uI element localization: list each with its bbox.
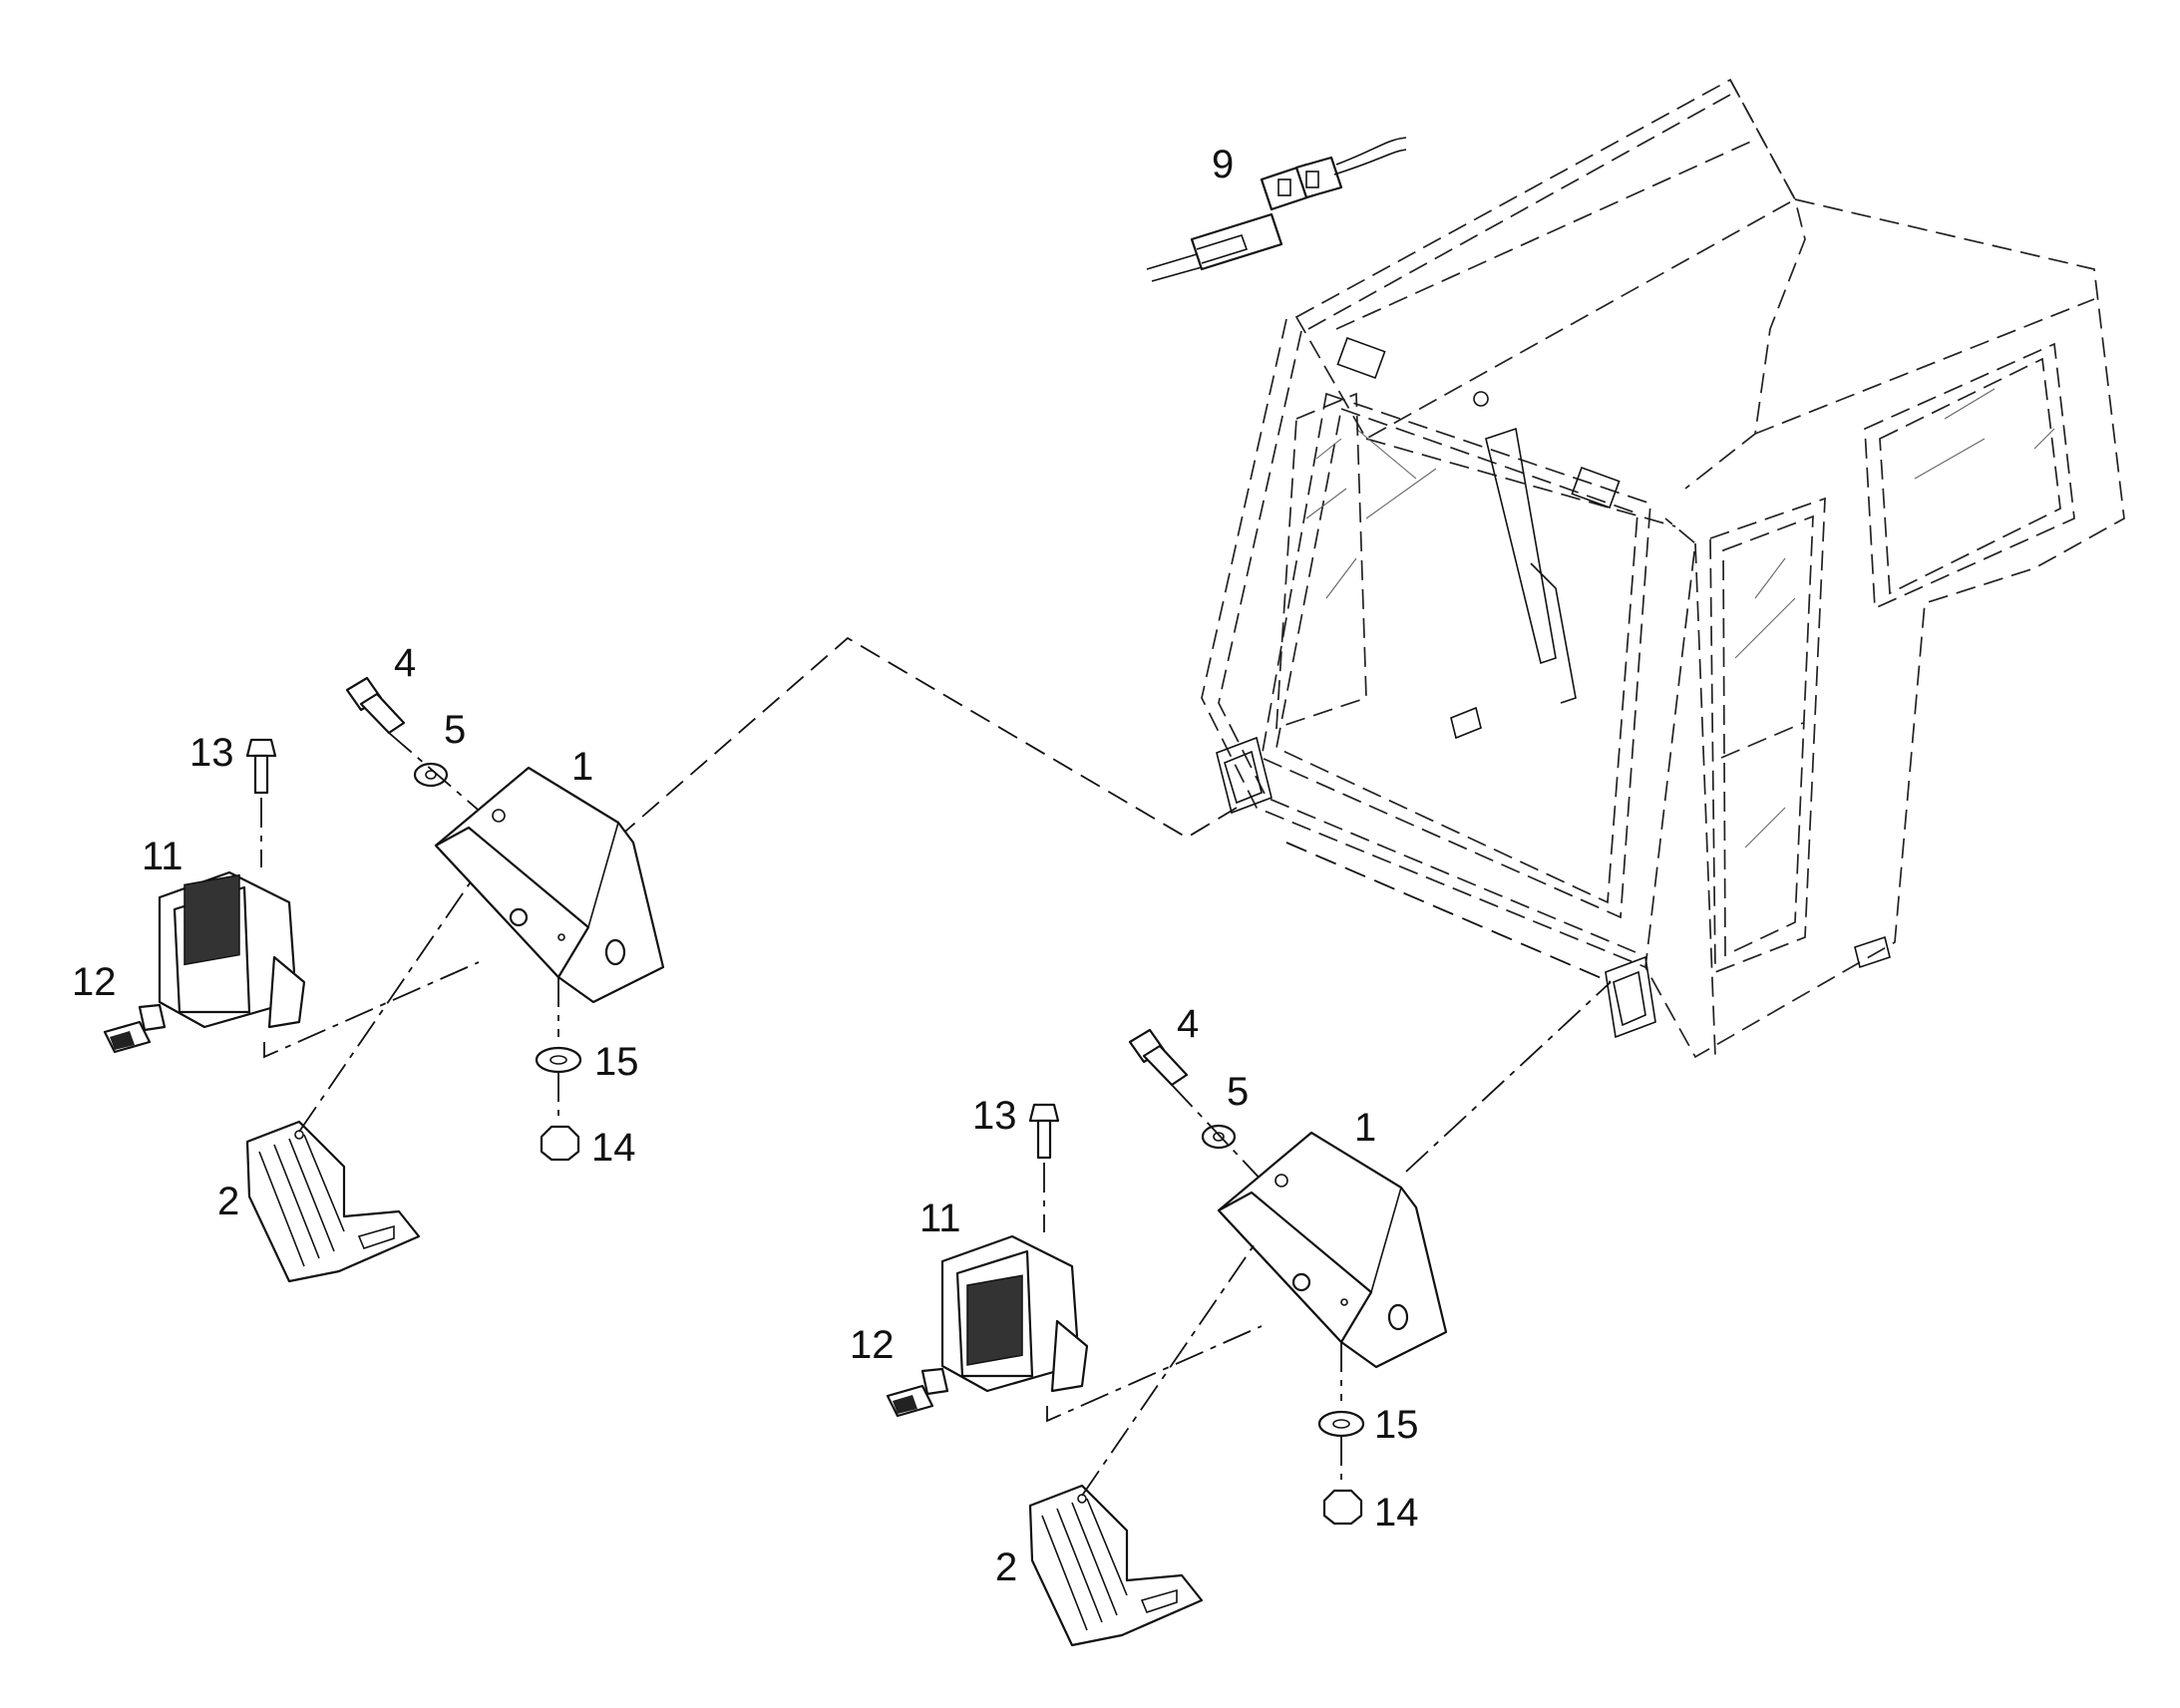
leader-left-to-cab xyxy=(617,636,1238,840)
wiring-connector-assembly xyxy=(1146,137,1407,282)
mounting-bracket xyxy=(434,766,665,1004)
washer-icon xyxy=(1201,1124,1237,1150)
bolt-icon xyxy=(345,676,406,735)
callout-1: 1 xyxy=(1354,1106,1376,1150)
bolt-icon xyxy=(1128,1028,1189,1087)
callout-2: 2 xyxy=(995,1545,1017,1589)
left-light-assembly xyxy=(103,676,665,1283)
callout-11: 11 xyxy=(919,1196,961,1240)
callout-11: 11 xyxy=(142,835,183,878)
work-lamp xyxy=(940,1234,1089,1393)
nut-icon xyxy=(1322,1489,1363,1526)
nut-icon xyxy=(540,1125,580,1162)
bolt-icon xyxy=(1028,1103,1060,1160)
lamp-guard xyxy=(1028,1484,1204,1647)
callout-4: 4 xyxy=(1177,1002,1199,1046)
callout-4: 4 xyxy=(394,641,416,685)
callout-5: 5 xyxy=(1227,1070,1249,1114)
callout-14: 14 xyxy=(1374,1491,1419,1535)
callout-1: 1 xyxy=(571,745,593,789)
washer-icon xyxy=(535,1046,582,1074)
callout-15: 15 xyxy=(1374,1403,1419,1447)
callout-5: 5 xyxy=(444,708,466,752)
washer-icon xyxy=(413,762,449,788)
operator-cab xyxy=(1201,78,2125,1059)
mounting-bracket xyxy=(1217,1131,1448,1369)
callout-15: 15 xyxy=(594,1040,639,1084)
callout-9: 9 xyxy=(1212,143,1234,186)
bolt-icon xyxy=(245,738,277,795)
callout-14: 14 xyxy=(591,1126,636,1170)
callout-13: 13 xyxy=(972,1094,1017,1138)
lamp-guard xyxy=(245,1120,421,1283)
leader-cab-edge xyxy=(1285,842,1612,983)
callout-12: 12 xyxy=(72,960,117,1004)
callout-13: 13 xyxy=(189,731,234,775)
work-lamp xyxy=(158,870,306,1029)
bulb-icon xyxy=(103,1003,167,1054)
washer-icon xyxy=(1317,1410,1365,1438)
leader-right-to-cab xyxy=(1405,981,1612,1173)
bulb-icon xyxy=(886,1367,949,1418)
callout-12: 12 xyxy=(850,1323,895,1367)
right-light-assembly xyxy=(886,1028,1448,1647)
callout-2: 2 xyxy=(217,1180,239,1223)
